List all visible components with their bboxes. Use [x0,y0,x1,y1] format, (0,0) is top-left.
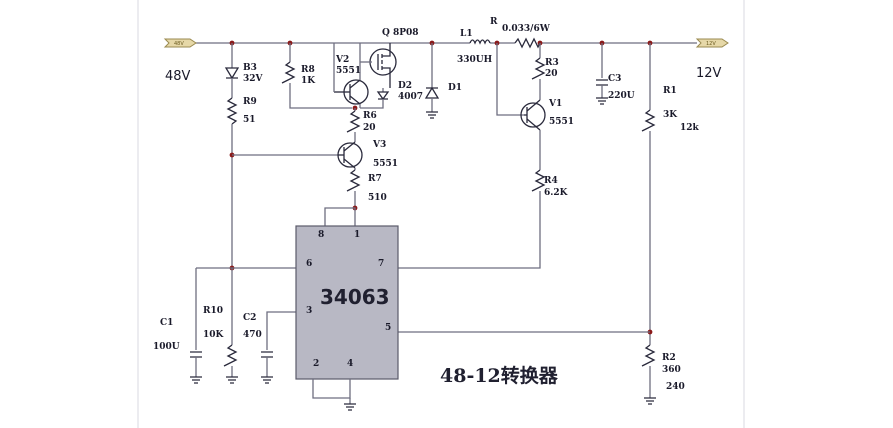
ic-pin-2: 2 [313,359,319,369]
v1-label: V1 [548,99,562,109]
pin8-pin1-wire [324,207,356,226]
b3-value: 32V [243,74,264,84]
r7-value: 510 [368,193,387,203]
r4-resistor [398,169,546,269]
c2-capacitor [261,311,296,384]
r-shunt-value: 0.033/6W [502,24,551,34]
v1-transistor [496,43,546,170]
r10-value: 10K [203,330,225,340]
r1-alt-value: 12k [680,123,700,133]
l1-label: L1 [460,29,473,39]
v2-label: V2 [335,55,349,65]
c3-label: C3 [608,74,621,84]
v3-label: V3 [372,140,386,150]
input-connector-label: 48V [174,41,184,47]
c2-label: C2 [243,313,256,323]
r1-label: R1 [663,86,677,96]
c1-label: C1 [160,318,173,328]
r3-resistor [531,43,546,100]
r4-label: R4 [544,176,558,186]
l1-inductor [469,39,491,45]
r1-value: 3K [663,110,678,120]
r8-label: R8 [301,65,315,75]
r1-resistor [641,43,656,345]
r6-resistor [346,108,361,142]
q-mosfet [360,43,397,88]
r9-label: R9 [243,97,257,107]
r6-value: 20 [363,123,376,133]
output-voltage-label: 12V [696,66,722,81]
r-shunt-resistor [514,37,541,49]
c3-capacitor [596,43,608,105]
r2-label: R2 [662,353,676,363]
output-connector: 12V [695,38,729,48]
ic-34063: 34063 8 1 6 7 3 5 2 4 [295,225,399,380]
r2-resistor [641,344,656,405]
r4-value: 6.2K [544,188,569,198]
ic-pin-8: 8 [318,230,324,240]
r8-value: 1K [301,76,316,86]
diagram-title: 48-12转换器 [440,364,559,387]
b3-zener-diode [224,43,240,98]
r9-resistor [226,97,238,268]
r6-label: R6 [363,111,377,121]
ic-ground-wires [312,379,356,411]
q-label: Q 8P08 [382,28,419,38]
r3-label: R3 [545,58,559,68]
ic-pin-3: 3 [306,306,312,316]
r7-resistor [346,169,361,208]
v3-value: 5551 [373,159,398,169]
v2-transistor [333,43,369,108]
b3-label: B3 [243,63,257,73]
c1-value: 100U [153,342,180,352]
r10-label: R10 [203,306,223,316]
ic-pin-7: 7 [378,259,384,269]
r2-alt-value: 240 [666,382,685,392]
d2-diode [360,88,390,109]
d1-label: D1 [448,83,462,93]
d2-label: D2 [398,81,412,91]
v3-transistor [337,141,363,170]
input-connector: 48V [163,38,197,48]
c1-capacitor [190,268,202,384]
r2-value: 360 [662,365,681,375]
r-shunt-label: R [490,17,498,27]
r3-value: 20 [545,69,558,79]
output-connector-label: 12V [706,41,716,47]
ic-pin-4: 4 [347,359,353,369]
v2-value: 5551 [336,66,361,76]
input-voltage-label: 48V [165,69,191,84]
d1-diode [424,43,440,119]
r7-label: R7 [368,174,382,184]
r8-resistor [281,43,352,109]
c3-value: 220U [608,91,635,101]
r9-value: 51 [243,115,256,125]
r10-resistor [223,268,238,384]
c2-value: 470 [243,330,262,340]
v1-value: 5551 [549,117,574,127]
ic-pin-5: 5 [385,323,391,333]
ic-name: 34063 [320,285,390,309]
ic-pin-6: 6 [306,259,312,269]
l1-value: 330UH [457,55,493,65]
ic-pin-1: 1 [354,230,360,240]
ic-body [295,225,399,380]
d2-value: 4007 [398,92,423,102]
